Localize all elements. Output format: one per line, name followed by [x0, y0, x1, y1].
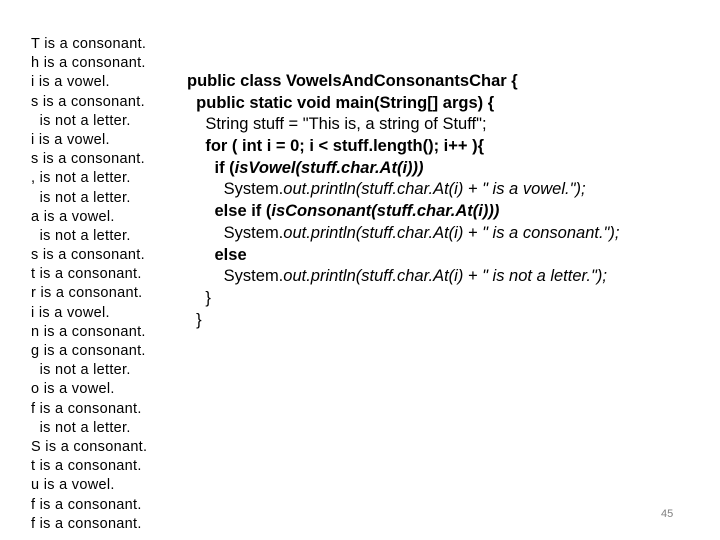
code-line: if (isVowel(stuff.char.At(i))) [187, 158, 717, 180]
output-line: is not a letter. [31, 362, 131, 379]
output-line: , is not a letter. [31, 170, 131, 187]
code-segment: for ( int i = 0; i < stuff.length(); i++… [187, 137, 485, 156]
code-line: String stuff = "This is, a string of Stu… [187, 114, 717, 136]
java-code-listing: public class VowelsAndConsonantsChar { p… [187, 71, 717, 331]
output-line: i is a vowel. [31, 131, 110, 148]
code-line: public class VowelsAndConsonantsChar { [187, 71, 717, 93]
code-line: for ( int i = 0; i < stuff.length(); i++… [187, 136, 717, 158]
code-segment: public class VowelsAndConsonantsChar { [187, 72, 518, 90]
code-line: else if (isConsonant(stuff.char.At(i))) [187, 201, 717, 223]
code-segment: } [187, 310, 202, 329]
code-segment: public static void main(String[] args) { [187, 93, 495, 112]
output-line: u is a vowel. [31, 477, 115, 494]
output-line: i is a vowel. [31, 304, 110, 321]
output-line: is not a letter. [31, 227, 131, 244]
code-segment: if ( [187, 158, 235, 177]
output-line: s is a consonant. [31, 93, 145, 110]
output-line: f is a consonant. [31, 400, 142, 417]
output-line: s is a consonant. [31, 247, 145, 264]
code-line: } [187, 288, 717, 310]
output-line: t is a consonant. [31, 458, 142, 475]
output-line: T is a consonant. [31, 36, 147, 52]
output-line: f is a consonant. [31, 515, 142, 532]
output-line: a is a vowel. [31, 208, 115, 225]
page-number: 45 [661, 508, 674, 520]
code-segment: System. [187, 180, 284, 199]
output-line: is not a letter. [31, 189, 131, 206]
output-line: n is a consonant. [31, 323, 146, 340]
code-line: } [187, 310, 717, 332]
output-line: g is a consonant. [31, 343, 146, 359]
output-line: i is a vowel. [31, 74, 110, 91]
output-line: r is a consonant. [31, 285, 143, 302]
output-line: s is a consonant. [31, 151, 145, 168]
output-line: is not a letter. [31, 112, 131, 129]
code-segment: out.println(stuff.char.At(i) + " is not … [283, 267, 607, 286]
program-output: T is a consonant. h is a consonant. i is a… [31, 35, 181, 534]
code-segment: out.println(stuff.char.At(i) + " is a co… [283, 223, 620, 242]
code-segment: } [187, 288, 211, 307]
output-line: t is a consonant. [31, 266, 142, 283]
code-line: public static void main(String[] args) { [187, 93, 717, 115]
code-segment: isConsonant(stuff.char.At(i))) [271, 202, 500, 221]
code-line: System.out.println(stuff.char.At(i) + " … [187, 223, 717, 245]
output-line: S is a consonant. [31, 438, 148, 455]
code-segment: System. [187, 223, 284, 242]
code-segment: System. [187, 267, 284, 286]
code-line: else [187, 245, 717, 267]
code-segment: isVowel(stuff.char.At(i))) [234, 158, 424, 177]
output-line: o is a vowel. [31, 381, 115, 398]
code-line: System.out.println(stuff.char.At(i) + " … [187, 179, 717, 201]
code-segment: else if ( [187, 202, 272, 221]
code-segment: String stuff = "This is, a string of Stu… [187, 115, 487, 134]
code-segment: else [187, 245, 247, 264]
output-line: h is a consonant. [31, 55, 146, 72]
output-line: f is a consonant. [31, 496, 142, 513]
code-line: System.out.println(stuff.char.At(i) + " … [187, 266, 717, 288]
code-segment: out.println(stuff.char.At(i) + " is a vo… [283, 180, 586, 199]
output-line: is not a letter. [31, 419, 131, 436]
